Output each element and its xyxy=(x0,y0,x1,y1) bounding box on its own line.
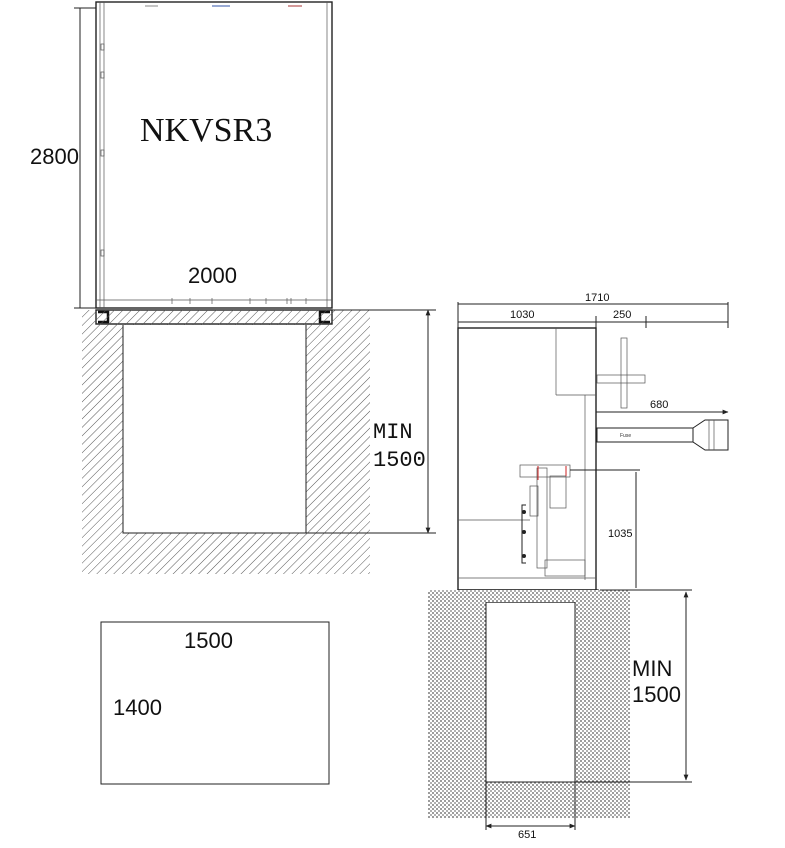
pit-opening-label: 651 xyxy=(518,829,536,841)
height-dimension-label: 1035 xyxy=(608,528,632,540)
side-cable-pit-opening xyxy=(485,602,576,783)
side-cabinet-outline xyxy=(457,327,597,591)
side-view: 1710 1030 250 xyxy=(428,292,729,841)
fuse-holder: Fuse xyxy=(596,419,729,451)
height-dimension-label: 2800 xyxy=(30,144,79,169)
fuse-projection-label: 680 xyxy=(650,399,668,411)
cable-pit-hatch xyxy=(82,310,370,574)
side-cable-pit-hatch xyxy=(428,590,630,818)
cabinet-outline xyxy=(95,1,333,309)
base-fixing-marks xyxy=(171,298,307,304)
rear-offset-label: 250 xyxy=(613,309,631,321)
cable-pit-opening xyxy=(122,325,307,534)
side-pit-depth-label-line1: MIN xyxy=(632,656,672,681)
width-dimension-label: 2000 xyxy=(188,263,237,288)
front-section-label: 1030 xyxy=(510,309,534,321)
base-plan: 1500 1400 xyxy=(100,621,330,785)
hinge-mark xyxy=(100,43,105,51)
switch-mechanism xyxy=(519,464,586,577)
base-plan-depth-label: 1400 xyxy=(113,695,162,720)
hinge-mark xyxy=(100,149,105,157)
pit-depth-label-line1: MIN xyxy=(373,420,413,445)
pit-depth-label-line2: 1500 xyxy=(373,448,426,473)
front-view: 2800 NKVSR3 2000 xyxy=(30,1,436,574)
side-pit-depth-label-line2: 1500 xyxy=(632,682,681,707)
base-plan-outline xyxy=(100,621,330,785)
hinge-mark xyxy=(100,249,105,257)
fuse-label: Fuse xyxy=(620,433,631,439)
base-plan-width-label: 1500 xyxy=(184,628,233,653)
rear-bracket xyxy=(596,337,646,409)
model-label: NKVSR3 xyxy=(140,112,272,149)
hinge-mark xyxy=(100,71,105,79)
overall-depth-label: 1710 xyxy=(585,292,609,304)
